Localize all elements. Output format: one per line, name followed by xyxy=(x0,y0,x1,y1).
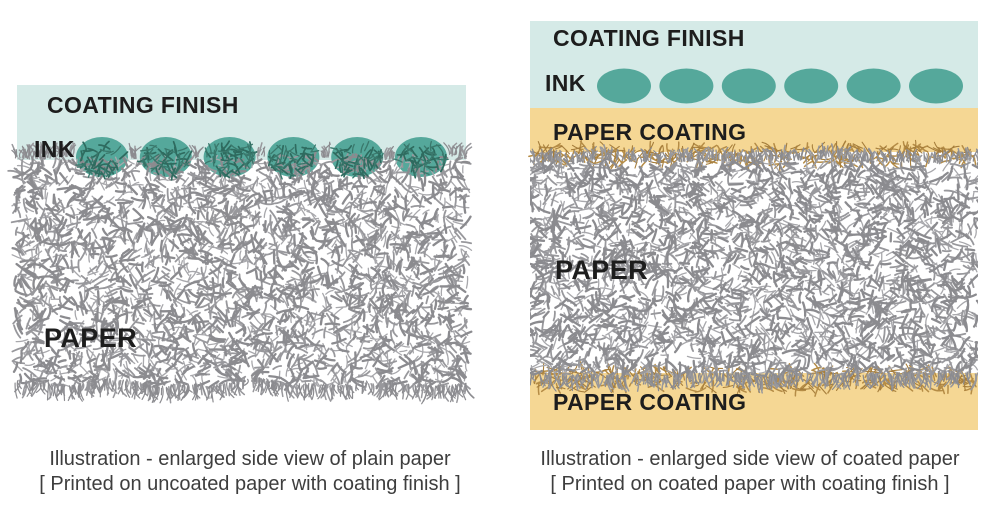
left-ink-label: INK xyxy=(34,136,75,162)
left-caption: Illustration - enlarged side view of pla… xyxy=(12,447,488,497)
right-ink-dot xyxy=(846,68,901,104)
right-ink-dot xyxy=(659,68,714,104)
right-ink-dot xyxy=(784,68,839,104)
right-ink-dot xyxy=(909,68,963,104)
right-caption: Illustration - enlarged side view of coa… xyxy=(522,447,978,497)
right-paper-layer xyxy=(530,142,978,394)
right-paper-coating-top-label: PAPER COATING xyxy=(553,119,747,145)
right-ink-label: INK xyxy=(545,70,586,96)
right-coating-finish-label: COATING FINISH xyxy=(553,25,745,51)
right-caption-line2: [ Printed on coated paper with coating f… xyxy=(550,473,950,495)
right-paper-coating-bottom-label: PAPER COATING xyxy=(553,389,747,415)
left-caption-line2: [ Printed on uncoated paper with coating… xyxy=(39,473,461,495)
left-caption-line1: Illustration - enlarged side view of pla… xyxy=(49,448,451,470)
left-paper-label: PAPER xyxy=(44,323,138,353)
right-caption-line1: Illustration - enlarged side view of coa… xyxy=(540,448,960,470)
right-ink-dot xyxy=(597,68,651,104)
right-paper-label: PAPER xyxy=(555,255,649,285)
left-panel xyxy=(7,85,475,405)
left-coating-finish-label: COATING FINISH xyxy=(47,92,239,118)
right-panel xyxy=(528,21,978,430)
right-ink-dot xyxy=(721,68,776,104)
